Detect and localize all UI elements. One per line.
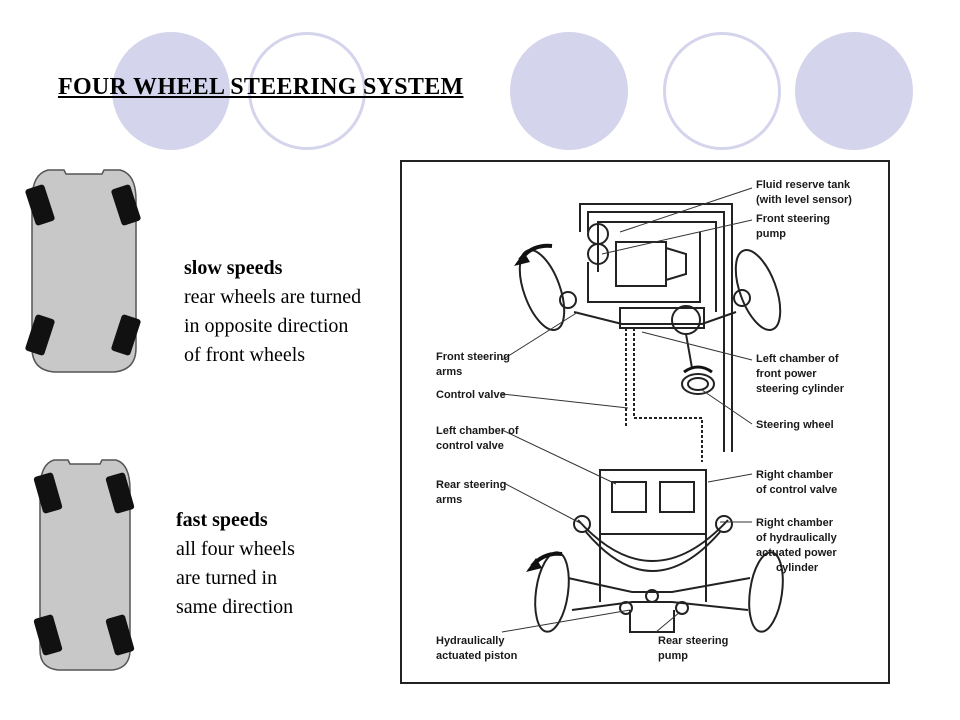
decor-circle-4 [663,32,781,150]
decor-circle-1 [112,32,230,150]
label-rear-pump-2: pump [658,650,688,662]
diagram-drawing: Fluid reserve tank (with level sensor) F… [436,179,852,662]
wheel-rear-right [111,314,141,356]
label-left-chamber-cv-2: control valve [436,440,504,452]
slow-line-2: in opposite direction [184,315,349,337]
label-front-pump-1: Front steering [756,213,830,225]
slow-speeds-caption: slow speeds rear wheels are turned in op… [184,254,361,370]
label-left-chamber-cv-1: Left chamber of [436,425,519,437]
label-control-valve: Control valve [436,389,506,401]
wheel-front-left [25,184,55,226]
slide-title: FOUR WHEEL STEERING SYSTEM [58,74,464,100]
fast-line-3: same direction [176,596,294,618]
label-front-arms-1: Front steering [436,351,510,363]
label-rear-pump-1: Rear steering [658,635,728,647]
label-left-chamber-front-1: Left chamber of [756,353,839,365]
label-right-chamber-hyd-1: Right chamber [756,517,834,529]
label-right-chamber-hyd-4: cylinder [776,562,819,574]
label-right-chamber-cv-2: of control valve [756,484,837,496]
label-front-pump-2: pump [756,228,786,240]
fast-line-2: are turned in [176,567,278,589]
fast-speeds-caption: fast speeds all four wheels are turned i… [176,506,295,622]
label-hyd-piston-2: actuated piston [436,650,518,662]
label-left-chamber-front-2: front power [756,368,817,380]
label-fluid-tank-2: (with level sensor) [756,194,852,206]
decor-circle-3 [510,32,628,150]
label-steering-wheel: Steering wheel [756,419,834,431]
wheel-rear-left [25,314,55,356]
wheel-rear-right [105,614,135,656]
wheel-front-right [105,472,135,514]
slow-line-3: of front wheels [184,344,306,366]
fast-speeds-heading: fast speeds [176,509,268,531]
label-fluid-tank-1: Fluid reserve tank [756,179,851,191]
label-rear-arms-1: Rear steering [436,479,506,491]
label-rear-arms-2: arms [436,494,462,506]
wheel-front-right [111,184,141,226]
wheel-front-left [33,472,63,514]
car-slow-speeds-figure [25,169,141,373]
four-wheel-steering-diagram: Fluid reserve tank (with level sensor) F… [400,160,890,684]
fast-line-1: all four wheels [176,538,295,560]
label-hyd-piston-1: Hydraulically [436,635,505,647]
label-right-chamber-hyd-2: of hydraulically [756,532,838,544]
label-right-chamber-cv-1: Right chamber [756,469,834,481]
wheel-rear-left [33,614,63,656]
label-left-chamber-front-3: steering cylinder [756,383,845,395]
decor-circle-2 [248,32,366,150]
label-front-arms-2: arms [436,366,462,378]
car-fast-speeds-figure [33,459,135,671]
slow-speeds-heading: slow speeds [184,257,283,279]
slow-line-1: rear wheels are turned [184,286,362,308]
decor-circle-5 [795,32,913,150]
label-right-chamber-hyd-3: actuated power [756,547,837,559]
